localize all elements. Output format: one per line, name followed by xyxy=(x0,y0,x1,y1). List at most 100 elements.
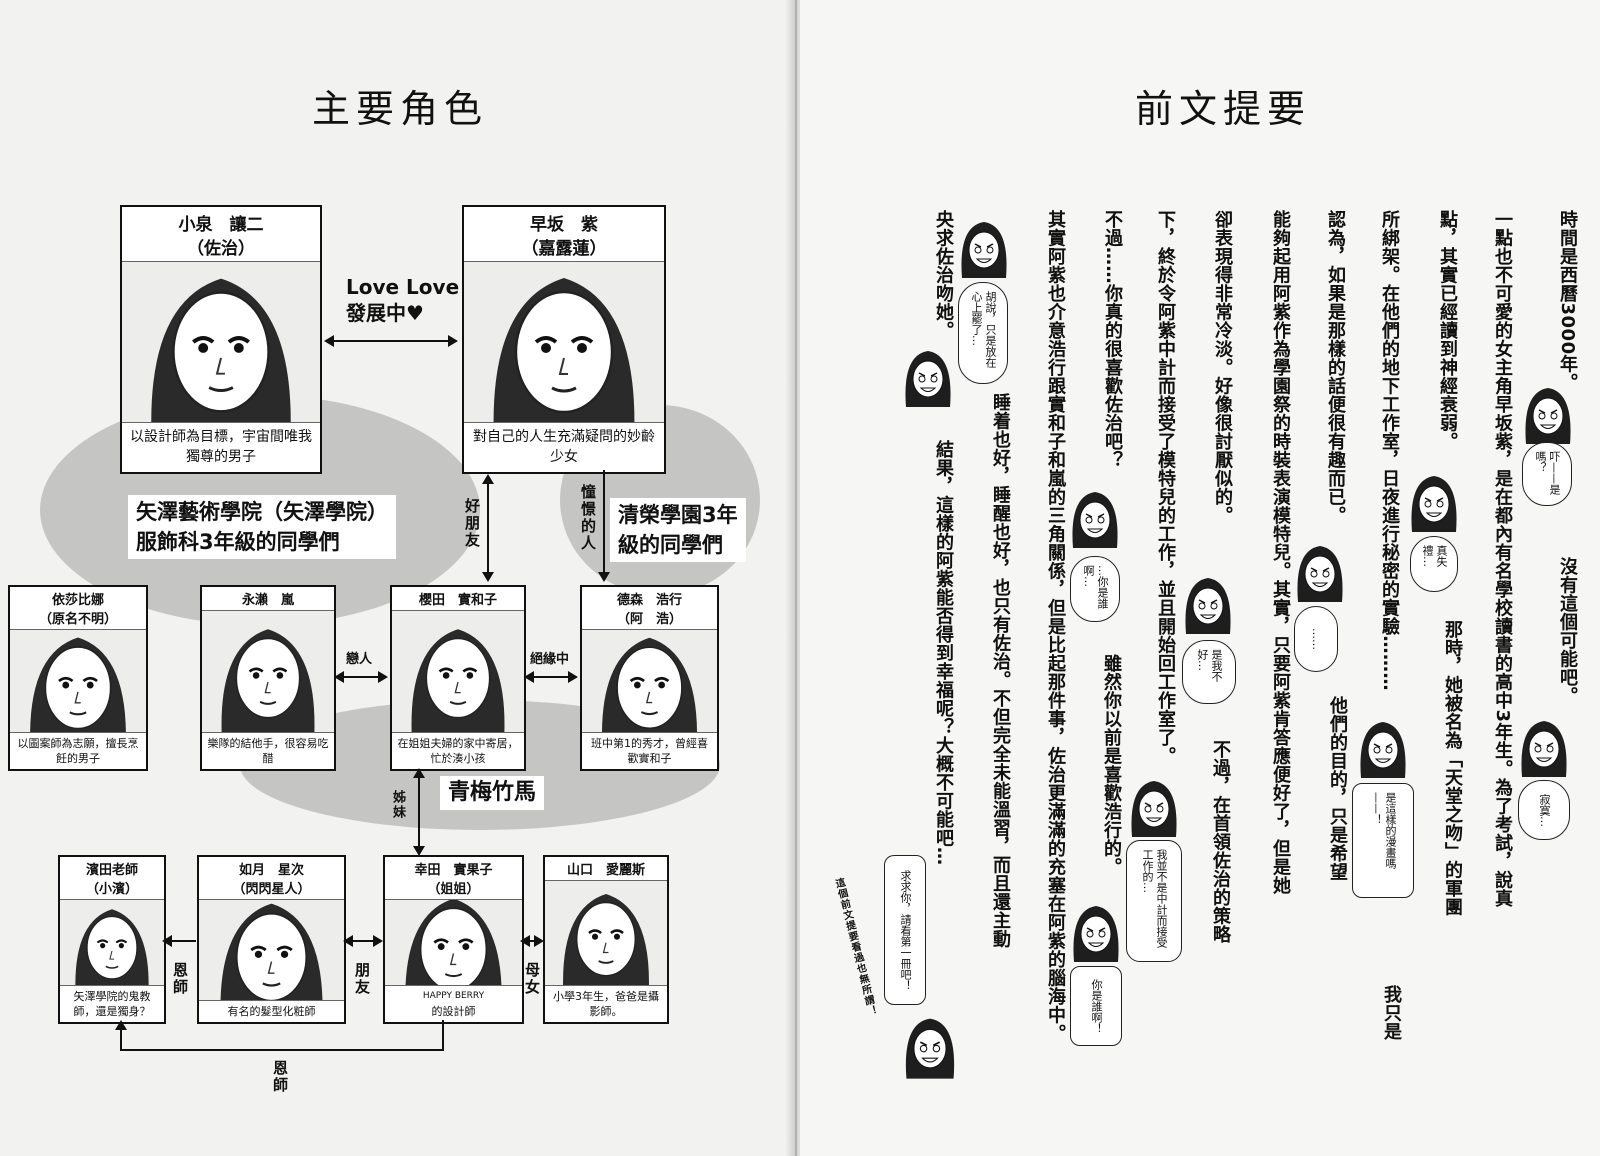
character-card-yamaguchi-alice[interactable]: 山口 愛麗斯 小學3年生，爸爸是攝影師。 xyxy=(543,855,669,1024)
character-description: 有名的髮型化粧師 xyxy=(227,1005,316,1018)
relation-admired: 憧憬的人 xyxy=(579,484,597,552)
summary-text: 央求佐治吻她。 xyxy=(933,210,954,340)
character-portrait xyxy=(464,261,664,423)
portrait-sketch-icon xyxy=(545,881,667,985)
relation-friends: 朋友 xyxy=(353,962,371,996)
character-name: 櫻田 實和子 xyxy=(418,593,497,608)
character-name: 如月 星次（閃閃星人） xyxy=(232,863,311,897)
summary-text: 睡着也好，睡醒也好，也只有佐治。不但完全未能溫習，而且還主動 xyxy=(990,393,1011,948)
relation-mother-daughter: 母女 xyxy=(523,962,541,996)
summary-text: 結果，這樣的阿紫能否得到幸福呢？大概不可能吧… xyxy=(933,440,954,866)
character-card-hamada-teacher[interactable]: 濱田老師（小濱） 矢澤學院的鬼教師，還是獨身？ xyxy=(58,855,166,1024)
character-portrait xyxy=(199,899,344,1001)
summary-text: 那時，她被名為「天堂之吻」的軍團 xyxy=(1442,620,1463,916)
character-name: 濱田老師（小濱） xyxy=(85,863,138,897)
chibi-face-icon xyxy=(961,222,1007,278)
character-portrait xyxy=(392,610,524,733)
chibi-face-icon xyxy=(1521,721,1567,777)
summary-text: 他們的目的，只是希望 xyxy=(1327,696,1348,881)
character-card-isabella[interactable]: 依莎比娜（原名不明） 以圖案師為志願，擅長烹飪的男子 xyxy=(8,585,148,771)
character-description: 班中第1的秀才，曾經喜歡實和子 xyxy=(591,737,708,765)
chibi-face-icon xyxy=(1411,476,1457,532)
portrait-sketch-icon xyxy=(122,262,320,422)
chibi-character-icon xyxy=(1068,900,1124,966)
portrait-sketch-icon xyxy=(199,900,344,1000)
summary-text: 不過，在首領佐治的策略 xyxy=(1210,740,1231,944)
relation-mentor: 恩師 xyxy=(171,962,189,996)
character-description: 以設計師為目標，宇宙間唯我獨尊的男子 xyxy=(130,429,312,465)
page-title: 前文提要 xyxy=(1135,87,1312,131)
speech-bubble: 是我不好… xyxy=(1182,640,1236,704)
admired-arrow xyxy=(598,470,610,582)
best-friend-arrow xyxy=(482,474,494,582)
character-name: 幸田 實果子（姐姐） xyxy=(414,863,493,897)
friends-arrow xyxy=(343,935,383,947)
chibi-character-icon xyxy=(1180,572,1236,638)
speech-bubble: 是這樣的漫畫嗎——！ xyxy=(1352,783,1414,898)
chibi-character-icon xyxy=(1126,775,1182,841)
side-note: 這個前文提要看過也無所謂！ xyxy=(831,876,878,1019)
chibi-face-icon xyxy=(1073,906,1119,962)
seiei-group-label: 清榮學園3年級的同學們 xyxy=(610,498,746,562)
page-title: 主要角色 xyxy=(312,87,489,131)
portrait-sketch-icon xyxy=(582,630,717,732)
lovers-arrow xyxy=(334,671,388,683)
speech-bubble: …… xyxy=(1294,606,1338,672)
chibi-face-icon xyxy=(1297,546,1343,602)
summary-text: 認為，如果是那樣的話便很有趣而已。 xyxy=(1325,210,1346,525)
character-name: 德森 浩行（阿 浩） xyxy=(616,593,682,627)
character-portrait xyxy=(122,261,320,423)
character-card-hayasaka-yukari[interactable]: 早坂 紫（嘉露蓮） 對自己的人生充滿疑問的妙齡少女 xyxy=(462,205,666,474)
summary-text: 其實阿紫也介意浩行跟實和子和嵐的三角關係，但是比起那件事，佐治更滿滿的充塞在阿紫… xyxy=(1045,210,1066,1043)
character-name: 小泉 讓二（佐治） xyxy=(178,215,264,259)
chibi-character-icon xyxy=(900,1010,960,1085)
broken-up-arrow xyxy=(524,671,578,683)
speech-bubble: 胡說，只是放在心上罷了… xyxy=(958,282,1008,384)
summary-text: 沒有這個可能吧。 xyxy=(1557,557,1578,705)
character-card-kisaragi-seiji[interactable]: 如月 星次（閃閃星人） 有名的髮型化粧師 xyxy=(197,855,346,1024)
character-chart-page: 主要角色 小泉 讓二（佐治） 以設計師為目標，宇宙間唯我獨尊的男子 早坂 紫（嘉… xyxy=(0,0,795,1156)
character-card-koizumi-george[interactable]: 小泉 讓二（佐治） 以設計師為目標，宇宙間唯我獨尊的男子 xyxy=(120,205,322,474)
character-description: 對自己的人生充滿疑問的妙齡少女 xyxy=(473,429,655,465)
chibi-character-icon xyxy=(1406,470,1462,536)
relation-broken-up: 絕緣中 xyxy=(530,652,570,667)
relation-lovers: 戀人 xyxy=(346,652,373,667)
relation-best-friend: 好朋友 xyxy=(463,498,481,549)
chibi-face-icon xyxy=(1185,578,1231,634)
relation-mentor-bottom: 恩師 xyxy=(271,1060,289,1094)
character-portrait xyxy=(385,899,522,986)
speech-bubble: 寂寞… xyxy=(1518,780,1570,840)
character-portrait xyxy=(10,629,146,733)
childhood-group-label: 青梅竹馬 xyxy=(440,776,545,810)
speech-bubble: 真失禮… xyxy=(1410,536,1458,592)
character-card-tokumori-hiroyuki[interactable]: 德森 浩行（阿 浩） 班中第1的秀才，曾經喜歡實和子 xyxy=(580,585,719,771)
character-card-nagase-arashi[interactable]: 永瀨 嵐 樂隊的結他手，很容易吃醋 xyxy=(200,585,336,771)
chibi-face-icon xyxy=(1525,388,1571,444)
chibi-face-icon xyxy=(905,1018,955,1079)
portrait-sketch-icon xyxy=(60,900,164,985)
character-description: 矢澤學院的鬼教師，還是獨身？ xyxy=(73,990,151,1018)
chibi-face-icon xyxy=(1360,722,1406,778)
chibi-character-icon xyxy=(956,216,1012,282)
character-description: 以圖案師為志願，擅長烹飪的男子 xyxy=(17,737,139,765)
summary-text: 一點也不可愛的女主角早坂紫，是在都內有名學校讀書的高中3年生。為了考試，說真 xyxy=(1492,210,1513,908)
portrait-sketch-icon xyxy=(392,611,524,732)
summary-text: 點，其實已經讀到神經衰弱。 xyxy=(1437,210,1458,451)
speech-bubble: 我並不是中計而接受工作的… xyxy=(1126,840,1182,962)
yazawa-group-label: 矢澤藝術學院（矢澤學院）服飾科3年級的同學們 xyxy=(128,495,396,559)
character-portrait xyxy=(60,899,164,986)
character-description: 小學3年生，爸爸是攝影師。 xyxy=(553,990,659,1018)
summary-text: 時間是西曆3000年。 xyxy=(1557,210,1578,392)
character-card-sakurada-miwako[interactable]: 櫻田 實和子 在姐姐夫婦的家中寄居，忙於湊小孩 xyxy=(390,585,526,771)
summary-text: 不過……你真的很喜歡佐治吧？ xyxy=(1102,210,1123,469)
love-arrow xyxy=(324,335,458,347)
chibi-face-icon xyxy=(1131,781,1177,837)
portrait-sketch-icon xyxy=(385,900,522,985)
mentor-connector xyxy=(120,1049,444,1051)
chibi-character-icon xyxy=(900,345,956,411)
portrait-sketch-icon xyxy=(10,630,146,732)
chibi-character-icon xyxy=(1520,382,1576,448)
speech-bubble: …你是誰啊… xyxy=(1070,556,1120,622)
